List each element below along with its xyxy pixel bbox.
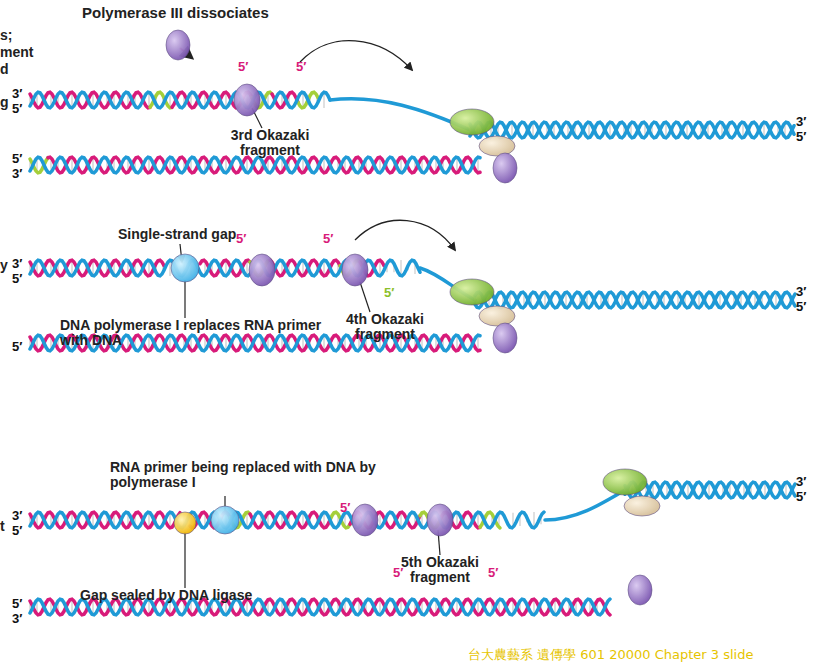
polymerase-iii — [352, 504, 378, 536]
template-strand — [30, 512, 544, 528]
strand-end: 5′ — [796, 490, 806, 504]
fragment-label: 4th Okazaki fragment — [330, 312, 440, 343]
cropped-text: d — [0, 62, 9, 77]
cropped-text: g — [0, 95, 9, 110]
strand-end: 5′ — [236, 232, 246, 246]
dna-ligase — [174, 512, 196, 534]
strand-end: 5′ — [12, 340, 22, 354]
polymerase-iii — [493, 323, 517, 353]
cropped-text: y — [0, 258, 8, 273]
strand-end: 3′ — [12, 87, 22, 101]
strand-end: 3′ — [796, 115, 806, 129]
helicase — [450, 109, 494, 135]
dna-strand — [470, 122, 794, 138]
dna-strand — [475, 292, 795, 308]
polymerase-iii — [427, 504, 453, 536]
strand-end: 5′ — [12, 597, 22, 611]
movement-arrow — [300, 41, 412, 70]
template-strand — [30, 92, 330, 108]
callout-label: Gap sealed by DNA ligase — [80, 588, 252, 603]
strand-end: 5′ — [323, 232, 333, 246]
polymerase-iii — [234, 84, 260, 116]
strand-end: 5′ — [488, 566, 498, 580]
cropped-text: ment — [0, 45, 33, 60]
strand-end: 5′ — [238, 60, 248, 74]
fragment-label: 3rd Okazaki fragment — [215, 128, 325, 159]
step-heading: Polymerase III dissociates — [82, 5, 269, 22]
template-strand — [625, 482, 795, 498]
cropped-text: t — [0, 519, 5, 534]
leader-line — [184, 532, 185, 588]
primase — [624, 496, 660, 516]
watermark: 台大農藝系 遺傳學 601 20000 Chapter 3 slide — [468, 648, 753, 662]
callout-label: RNA primer being replaced with DNA by po… — [110, 460, 390, 491]
dna-polymerase-i — [211, 506, 239, 534]
dna-strand — [625, 482, 795, 498]
polymerase-iii — [493, 153, 517, 183]
movement-arrow — [355, 220, 455, 250]
strand-end: 5′ — [796, 300, 806, 314]
strand-end: 3′ — [796, 285, 806, 299]
callout-label: DNA polymerase I replaces RNA primer wit… — [60, 318, 330, 349]
polymerase-iii — [628, 575, 652, 605]
strand-end: 5′ — [340, 501, 350, 515]
fragment-label: 5th Okazaki fragment — [385, 555, 495, 586]
template-strand — [475, 292, 795, 308]
strand-end: 3′ — [12, 612, 22, 626]
strand-end: 5′ — [384, 286, 394, 300]
strand-end: 5′ — [296, 60, 306, 74]
leader-line — [184, 280, 185, 318]
strand-end: 5′ — [12, 524, 22, 538]
cropped-text: s; — [0, 28, 12, 43]
template-strand — [470, 122, 794, 138]
single-strand-dna — [545, 490, 625, 520]
polymerase-iii — [342, 254, 368, 286]
leader-line — [360, 282, 370, 312]
helicase — [450, 279, 494, 305]
helicase — [603, 469, 647, 495]
primase — [479, 306, 515, 326]
template-strand — [30, 157, 480, 173]
callout-label: Single-strand gap — [118, 227, 236, 242]
single-strand-dna — [330, 99, 470, 130]
strand-end: 5′ — [796, 130, 806, 144]
primase — [479, 136, 515, 156]
strand-end: 5′ — [12, 102, 22, 116]
strand-end: 3′ — [12, 257, 22, 271]
strand-end: 3′ — [796, 475, 806, 489]
strand-end: 3′ — [12, 167, 22, 181]
strand-end: 5′ — [12, 272, 22, 286]
strand-end: 5′ — [12, 152, 22, 166]
dna-polymerase-i — [171, 254, 199, 282]
strand-end: 3′ — [12, 509, 22, 523]
polymerase-iii — [166, 30, 190, 60]
polymerase-iii — [249, 254, 275, 286]
